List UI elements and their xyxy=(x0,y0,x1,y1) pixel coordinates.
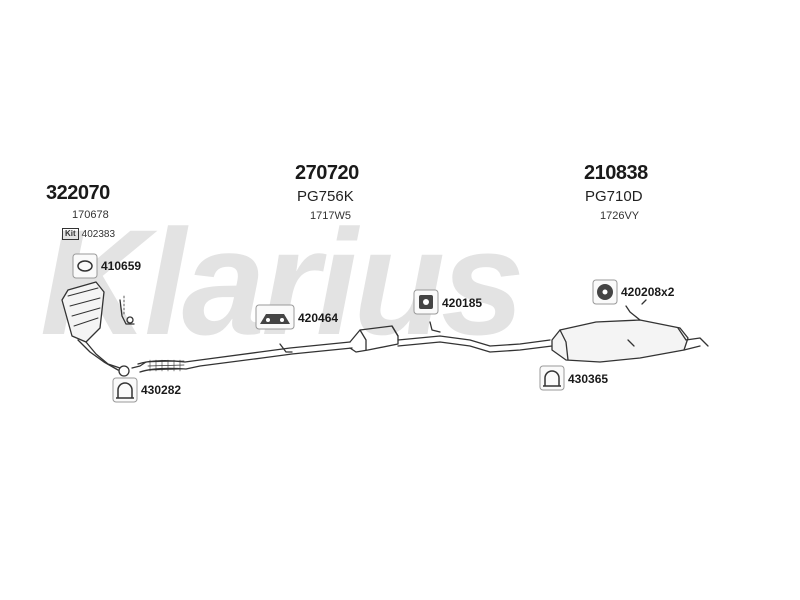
front-kit: Kit 402383 xyxy=(62,228,115,240)
clamp-rear-icon[interactable] xyxy=(539,365,565,391)
clamp-rear-label: 430365 xyxy=(568,372,609,386)
middle-part-ref: 1717W5 xyxy=(310,210,351,222)
rear-part-ref: 1726VY xyxy=(600,210,640,222)
rear-silencer-part[interactable] xyxy=(551,299,709,363)
gasket-icon[interactable] xyxy=(72,253,98,279)
front-part-ref: 170678 xyxy=(72,209,109,221)
gasket-label: 410659 xyxy=(101,259,142,273)
middle-part-code: PG756K xyxy=(297,188,354,205)
hanger-rear-icon[interactable] xyxy=(592,279,618,305)
clamp-front-icon[interactable] xyxy=(112,377,138,403)
rear-part-code: PG710D xyxy=(585,188,643,205)
rear-part-number: 210838 xyxy=(584,162,648,184)
kit-badge: Kit xyxy=(62,228,79,240)
mount-middle-label: 420464 xyxy=(298,311,339,325)
front-kit-ref: 402383 xyxy=(81,228,116,240)
clamp-front-label: 430282 xyxy=(141,383,182,397)
front-part-number: 322070 xyxy=(46,182,110,204)
middle-part-number: 270720 xyxy=(295,162,359,184)
hanger-middle-icon[interactable] xyxy=(413,289,439,315)
hanger-middle-label: 420185 xyxy=(442,296,483,310)
middle-pipe-part[interactable] xyxy=(131,321,553,373)
catalytic-converter-part[interactable] xyxy=(61,281,135,377)
hanger-rear-label: 420208x2 xyxy=(621,285,675,299)
mount-middle-icon[interactable] xyxy=(255,304,295,330)
